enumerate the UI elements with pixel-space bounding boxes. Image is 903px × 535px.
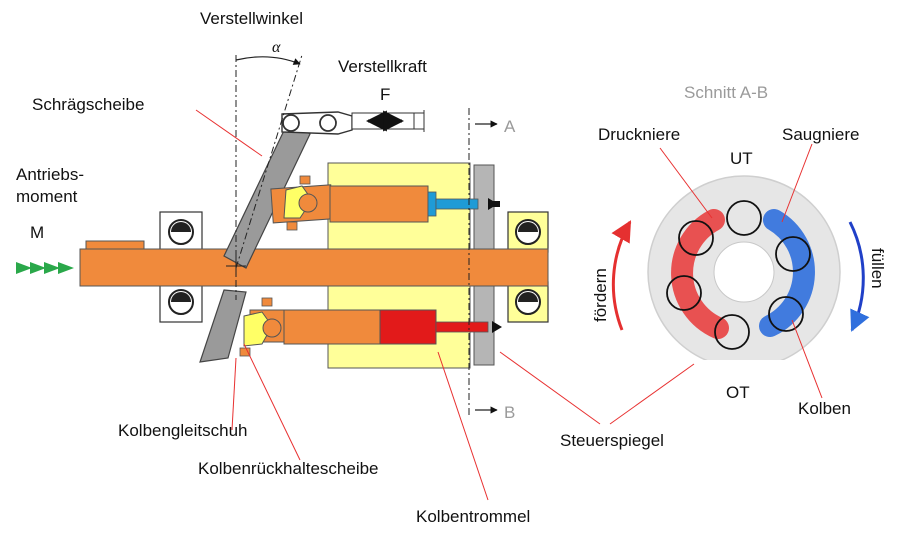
piston-bore [768, 296, 804, 332]
deliver-direction-arrow [611, 220, 632, 331]
label-foerdern: fördern [591, 268, 610, 322]
bearing-right-top [507, 211, 549, 253]
piston-bore [775, 236, 811, 272]
adjustment-link [281, 110, 425, 135]
leader-lines [195, 109, 823, 501]
label-verstellwinkel: Verstellwinkel [200, 9, 303, 28]
label-kolben: Kolben [798, 399, 851, 418]
piston-bore [714, 314, 750, 350]
label-alpha: α [272, 39, 281, 56]
label-antriebs: Antriebs- [16, 165, 84, 184]
angle-construction [226, 54, 303, 300]
suction-kidney [759, 209, 815, 337]
section-line [468, 108, 498, 415]
label-ut: UT [730, 149, 753, 168]
label-kolbenrueckhaltescheibe: Kolbenrückhaltescheibe [198, 459, 379, 478]
bearing-left-bottom [159, 281, 203, 323]
label-m: M [30, 223, 44, 242]
bearing-right-bottom [507, 281, 549, 323]
label-section-a: A [504, 117, 516, 136]
section-view [611, 175, 870, 374]
label-schraegscheibe: Schrägscheibe [32, 95, 144, 114]
label-force: F [380, 85, 390, 104]
bearing-left-top [159, 211, 203, 253]
label-schnitt: Schnitt A-B [684, 83, 768, 102]
label-ot: OT [726, 383, 750, 402]
label-druckniere: Druckniere [598, 125, 680, 144]
upper-piston [270, 175, 500, 231]
label-verstellkraft: Verstellkraft [338, 57, 427, 76]
label-steuerspiegel: Steuerspiegel [560, 431, 664, 450]
label-kolbengleitschuh: Kolbengleitschuh [118, 421, 247, 440]
lower-piston [239, 297, 502, 357]
label-fuellen: füllen [868, 248, 887, 289]
piston-bore [678, 220, 714, 256]
label-section-b: B [504, 403, 515, 422]
drive-shaft [79, 240, 549, 287]
piston-bore [726, 200, 762, 236]
piston-bore [666, 275, 702, 311]
label-kolbentrommel: Kolbentrommel [416, 507, 530, 526]
fill-direction-arrow [848, 221, 870, 332]
label-moment: moment [16, 187, 78, 206]
drive-torque-arrow [16, 262, 74, 274]
label-saugniere: Saugniere [782, 125, 860, 144]
